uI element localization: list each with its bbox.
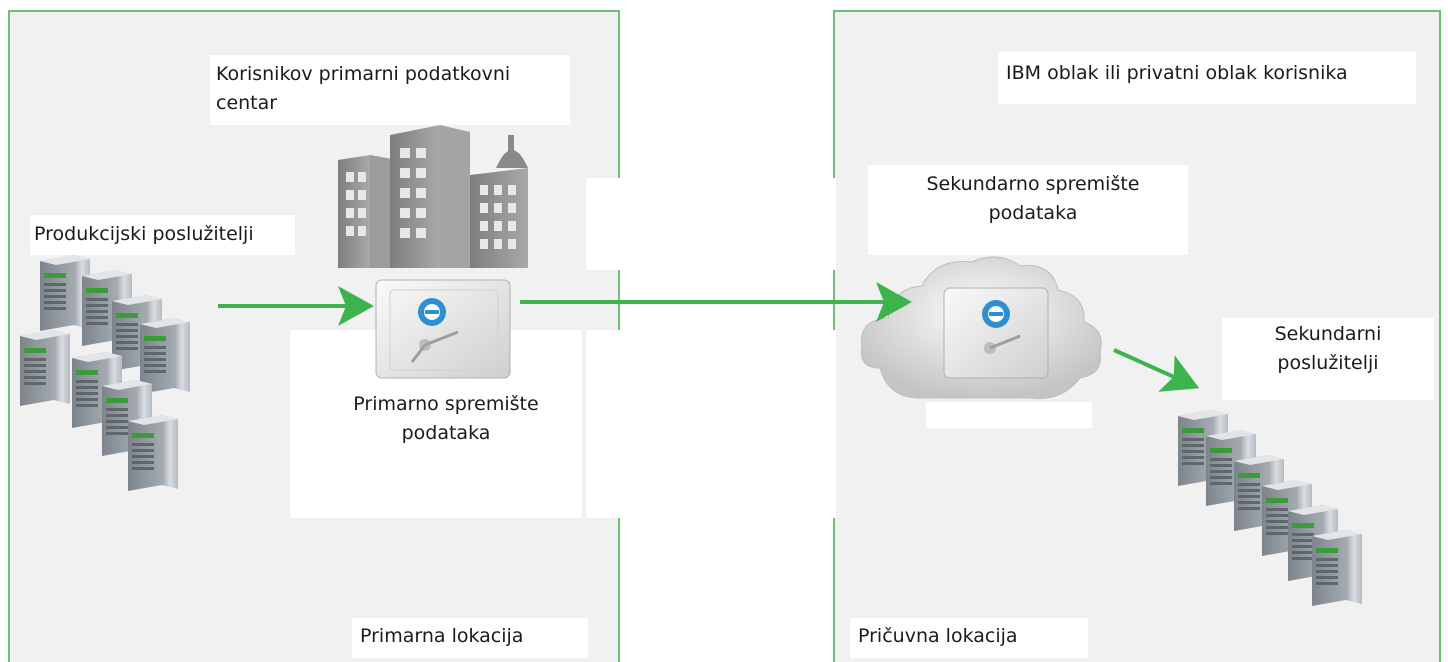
primary-location-label: Primarna lokacija — [360, 625, 524, 647]
secondary-storage-vault-icon — [943, 287, 1049, 379]
arrow-storage-to-secondary-servers — [1113, 348, 1200, 392]
production-servers-icon — [20, 255, 190, 491]
primary-storage-vault-icon — [375, 279, 511, 379]
cloud-label-box — [998, 52, 1416, 104]
datacenter-label-box — [210, 55, 570, 125]
gap-box-top — [586, 178, 836, 270]
primary-storage-label: Primarno spremište podataka — [353, 393, 539, 444]
backup-location-label-box — [850, 618, 1088, 658]
datacenter-label: Korisnikov primarni podatkovni centar — [216, 63, 511, 114]
secondary-servers-icon — [1178, 410, 1362, 606]
secondary-servers-label: Sekundarni poslužitelji — [1274, 323, 1382, 374]
production-servers-label: Produkcijski poslužitelji — [34, 223, 254, 245]
gap-box-bottom — [586, 330, 836, 518]
cloud-caption-box — [926, 402, 1092, 428]
secondary-servers-label-box — [1222, 318, 1434, 400]
production-label-box — [30, 215, 295, 255]
secondary-storage-label-box — [868, 165, 1188, 255]
cloud-label: IBM oblak ili privatni oblak korisnika — [1006, 62, 1348, 84]
secondary-storage-label: Sekundarno spremište podataka — [926, 173, 1140, 224]
datacenter-building-icon — [338, 125, 528, 268]
backup-location-label: Pričuvna lokacija — [858, 625, 1018, 647]
primary-location-label-box — [352, 618, 588, 658]
